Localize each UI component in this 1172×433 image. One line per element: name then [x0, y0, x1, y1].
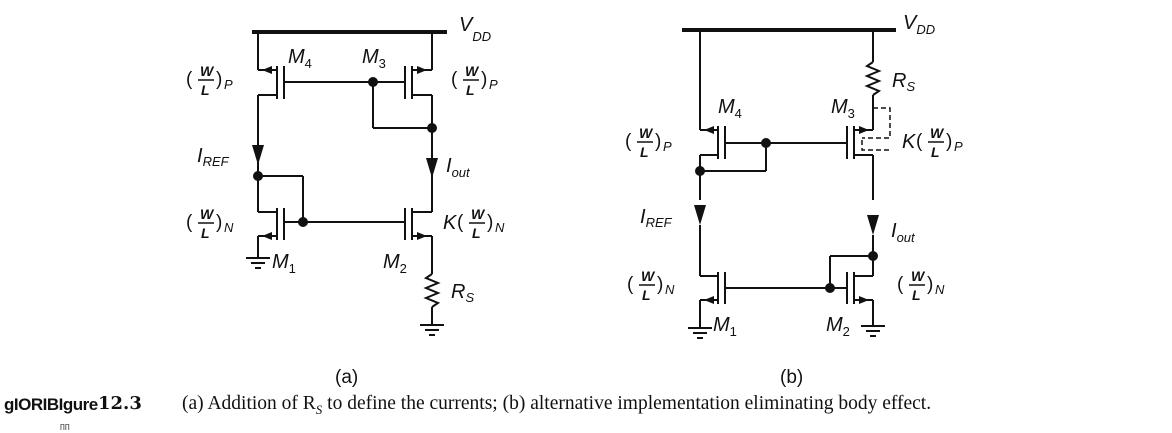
svg-text:P: P: [663, 139, 672, 154]
circuit-a: [246, 30, 447, 336]
svg-text:W: W: [930, 125, 945, 141]
svg-text:W: W: [471, 206, 486, 222]
ratio-p-left-b: ( W L ) P: [625, 125, 672, 160]
circuit-a-labels: VDD M4 M3 M1 M2 IREF Iout RS ( W L ) P (…: [186, 14, 505, 388]
figure-caption: ɡΙΟRΙΒΙɡure 12.3 (a) Addition of RS to d…: [0, 392, 1172, 422]
svg-text:K: K: [443, 212, 458, 234]
svg-text:L: L: [201, 82, 210, 98]
svg-text:): ): [216, 212, 222, 233]
m1-label-b: M1: [713, 314, 737, 339]
svg-text:L: L: [472, 225, 481, 241]
page-fragment: ΠΠ: [60, 423, 70, 432]
ratio-n-left-a: ( W L ) N: [186, 206, 234, 241]
svg-text:N: N: [495, 220, 505, 235]
svg-text:K: K: [902, 131, 917, 153]
svg-text:(: (: [897, 274, 904, 295]
body-connection-dashed: [862, 107, 891, 139]
resistor-rs-b: [864, 61, 882, 96]
svg-text:): ): [927, 274, 933, 295]
label-b: (b): [780, 367, 803, 388]
rs-label-a: RS: [451, 281, 474, 305]
svg-text:W: W: [641, 268, 656, 284]
pmos-arrow-m4: [262, 66, 272, 74]
svg-text:(: (: [451, 69, 458, 90]
svg-text:L: L: [201, 225, 210, 241]
iout-label-a: Iout: [446, 155, 471, 180]
caption-number: 12.3: [98, 393, 142, 414]
svg-text:): ): [946, 131, 952, 152]
rs-label-b: RS: [892, 70, 915, 94]
caption-prefix: ɡΙΟRΙΒΙɡure: [4, 395, 98, 414]
m3-label-b: M3: [831, 96, 855, 121]
svg-text:L: L: [640, 144, 649, 160]
m2-label-b: M2: [826, 314, 850, 339]
svg-text:L: L: [912, 287, 921, 303]
svg-text:W: W: [200, 63, 215, 79]
svg-text:P: P: [489, 77, 498, 92]
svg-text:N: N: [224, 220, 234, 235]
circuit-b: [682, 28, 896, 339]
iref-label-a: IREF: [197, 145, 230, 169]
ratio-n-right-b: ( W L ) N: [897, 268, 945, 303]
vdd-label-b: VDD: [903, 12, 935, 37]
circuit-b-labels: VDD RS M4 M3 M1 M2 IREF Iout ( W L ) P K…: [625, 12, 963, 388]
ratio-p-left-a: ( W L ) P: [186, 63, 233, 98]
svg-text:L: L: [466, 82, 475, 98]
svg-text:): ): [481, 69, 487, 90]
m4-label-a: M4: [288, 46, 312, 71]
svg-text:(: (: [916, 131, 923, 152]
svg-text:W: W: [200, 206, 215, 222]
ratio-n-right-a: K ( W L ) N: [443, 206, 505, 241]
svg-text:(: (: [625, 131, 632, 152]
ratio-p-right-a: ( W L ) P: [451, 63, 498, 98]
m2-label-a: M2: [383, 251, 407, 276]
svg-text:N: N: [935, 282, 945, 297]
svg-text:P: P: [224, 77, 233, 92]
iref-label-b: IREF: [640, 206, 673, 230]
svg-text:W: W: [911, 268, 926, 284]
iout-label-b: Iout: [891, 220, 916, 245]
svg-text:L: L: [642, 287, 651, 303]
svg-text:W: W: [639, 125, 654, 141]
svg-text:(: (: [627, 274, 634, 295]
svg-text:): ): [657, 274, 663, 295]
svg-text:): ): [487, 212, 493, 233]
svg-text:P: P: [954, 139, 963, 154]
ratio-p-right-b: K ( W L ) P: [902, 125, 963, 160]
ratio-n-left-b: ( W L ) N: [627, 268, 675, 303]
caption-text: (a) Addition of RS to define the current…: [182, 393, 932, 417]
m1-label-a: M1: [272, 251, 296, 276]
svg-text:N: N: [665, 282, 675, 297]
svg-text:): ): [655, 131, 661, 152]
resistor-rs-a: [423, 273, 441, 308]
svg-text:(: (: [186, 212, 193, 233]
svg-text:W: W: [465, 63, 480, 79]
m4-label-b: M4: [718, 96, 742, 121]
svg-text:): ): [216, 69, 222, 90]
label-a: (a): [335, 367, 358, 388]
svg-text:L: L: [931, 144, 940, 160]
svg-text:(: (: [186, 69, 193, 90]
svg-text:(: (: [457, 212, 464, 233]
m3-label-a: M3: [362, 46, 386, 71]
vdd-label-a: VDD: [459, 14, 491, 44]
